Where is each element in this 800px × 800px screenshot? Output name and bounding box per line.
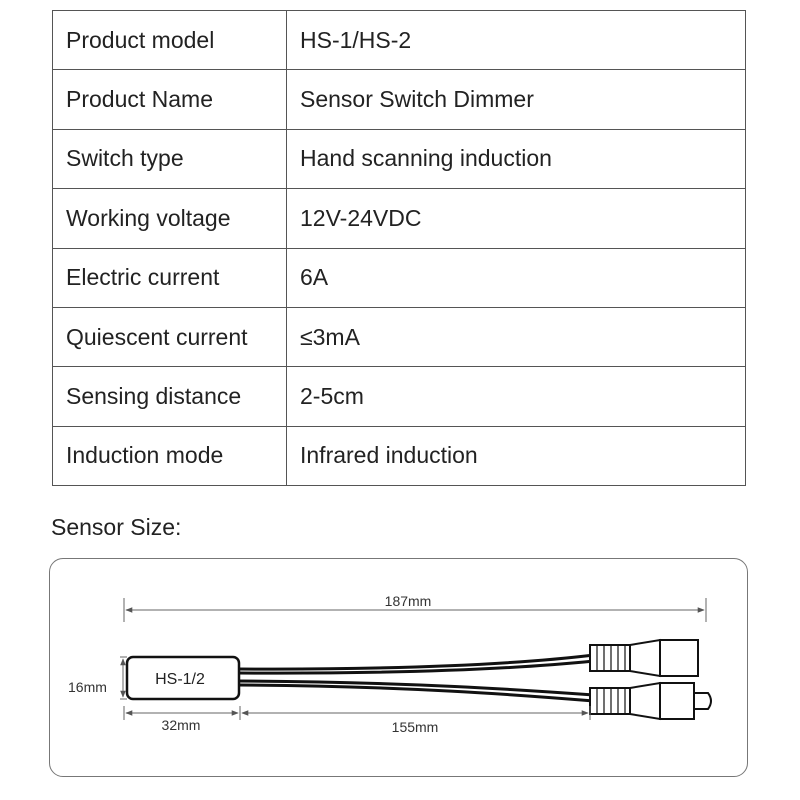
spec-label: Product model xyxy=(52,9,287,71)
spec-value: Infrared induction xyxy=(286,425,746,487)
cable-length-label: 155mm xyxy=(392,719,439,735)
height-label: 16mm xyxy=(68,679,107,695)
spec-label: Quiescent current xyxy=(52,306,287,368)
spec-label: Electric current xyxy=(52,247,287,308)
spec-value: Hand scanning induction xyxy=(286,128,746,190)
table-row: Electric current 6A xyxy=(52,247,746,308)
total-length-label: 187mm xyxy=(385,593,432,609)
total-length-dimension: 187mm xyxy=(123,593,707,622)
spec-value: 6A xyxy=(286,247,746,308)
spec-value: ≤3mA xyxy=(286,306,746,368)
spec-label: Sensing distance xyxy=(52,366,287,427)
table-row: Induction mode Infrared induction xyxy=(52,425,746,487)
cable-bundle xyxy=(237,653,595,703)
module-label: HS-1/2 xyxy=(155,671,205,688)
module-length-dimension: 32mm xyxy=(123,706,241,733)
male-connector xyxy=(589,681,712,721)
table-row: Quiescent current ≤3mA xyxy=(52,306,746,368)
table-row: Switch type Hand scanning induction xyxy=(52,128,746,190)
table-row: Sensing distance 2-5cm xyxy=(52,366,746,427)
female-connector xyxy=(589,638,699,678)
table-row: Product model HS-1/HS-2 xyxy=(52,9,746,71)
spec-label: Product Name xyxy=(52,69,287,130)
cable-length-dimension: 155mm xyxy=(241,706,591,735)
sensor-size-title: Sensor Size: xyxy=(51,514,182,540)
sensor-module: HS-1/2 xyxy=(125,655,241,701)
module-length-label: 32mm xyxy=(162,717,201,733)
spec-value: HS-1/HS-2 xyxy=(286,9,746,71)
spec-table: Product model HS-1/HS-2 Product Name Sen… xyxy=(52,9,746,487)
height-dimension: 16mm xyxy=(68,656,127,700)
sensor-diagram-frame xyxy=(49,558,748,777)
